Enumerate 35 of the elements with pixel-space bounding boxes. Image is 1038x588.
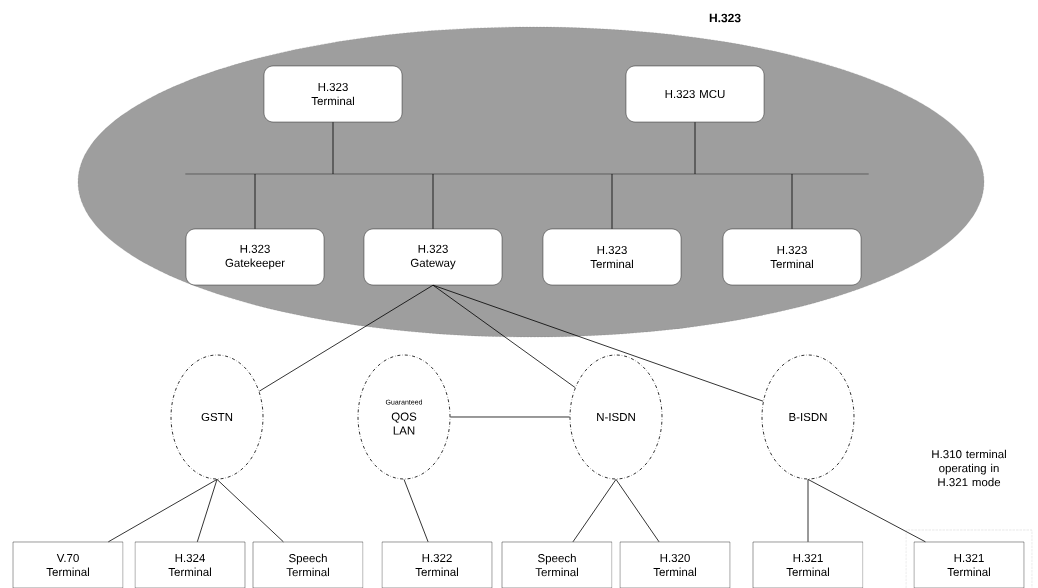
bus-line	[185, 173, 869, 175]
connector-line	[432, 284, 764, 402]
terminal-box: Speech Terminal	[252, 541, 364, 588]
connector-line	[196, 479, 218, 543]
connector-line	[432, 173, 434, 230]
rounded-box: H.323 Gatekeeper	[185, 228, 325, 286]
connector-line	[450, 416, 570, 418]
connector-line	[807, 479, 926, 543]
rounded-box: H.323 MCU	[625, 65, 765, 123]
terminal-box: H.320 Terminal	[619, 541, 731, 588]
connector-line	[258, 284, 434, 392]
connector-line	[332, 121, 334, 175]
node-label: H.323	[709, 13, 741, 23]
connector-line	[403, 479, 429, 543]
terminal-box: H.321 Terminal	[913, 541, 1025, 588]
rounded-box: H.323 Terminal	[722, 228, 862, 286]
connector-line	[216, 479, 284, 543]
node-label: H.310 terminal operating in H.321 mode	[932, 449, 1006, 487]
rounded-box: H.323 Gateway	[363, 228, 503, 286]
connector-line	[807, 479, 809, 543]
connector-line	[432, 284, 576, 388]
rounded-box: H.323 Terminal	[542, 228, 682, 286]
rounded-box: H.323 Terminal	[263, 65, 403, 123]
terminal-box: H.324 Terminal	[134, 541, 246, 588]
terminal-box: Speech Terminal	[501, 541, 613, 588]
connector-line	[694, 121, 696, 175]
connector-line	[107, 479, 218, 543]
connector-line	[611, 173, 613, 230]
connector-line	[615, 479, 660, 543]
connector-line	[254, 173, 256, 230]
connector-line	[791, 173, 793, 230]
terminal-box: H.322 Terminal	[381, 541, 493, 588]
terminal-box: V.70 Terminal	[12, 541, 124, 588]
terminal-box: H.321 Terminal	[752, 541, 864, 588]
connector-line	[572, 479, 617, 543]
